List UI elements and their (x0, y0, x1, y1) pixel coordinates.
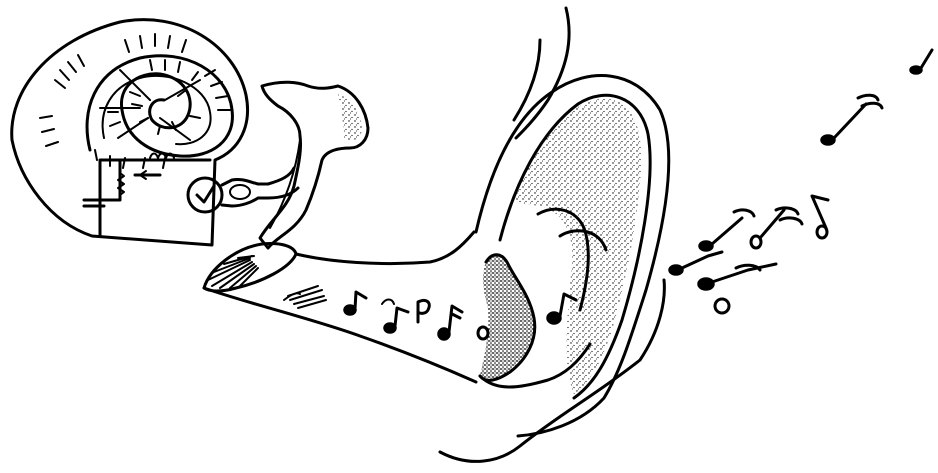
eardrum (204, 243, 296, 291)
canal-music-notes (344, 292, 488, 340)
outer-ear (440, 8, 669, 461)
oval-window (188, 178, 222, 212)
ossicles (260, 82, 368, 248)
incoming-music-notes (669, 50, 932, 313)
whole-note-icon (715, 299, 729, 313)
music-note-icon (698, 264, 776, 290)
cochlea-hair-cells (40, 34, 230, 168)
music-note-icon (418, 300, 429, 322)
music-note-icon (812, 196, 828, 238)
stapes-footplate (222, 179, 268, 206)
stapes-connector (188, 178, 268, 212)
ear-canal (204, 232, 476, 382)
oval-window-check (197, 186, 214, 202)
music-note-icon (344, 292, 366, 315)
music-note-icon (382, 300, 408, 334)
jaw-contour (440, 280, 664, 461)
sound-wave-lines (284, 286, 326, 308)
head-contour-top-inner (514, 40, 540, 120)
concha-shadow (480, 255, 535, 381)
music-note-icon (751, 208, 802, 248)
music-note-icon (910, 50, 932, 74)
music-note-icon (699, 210, 754, 251)
cochlea-spiral-outer (87, 56, 232, 156)
stapes-head (230, 185, 250, 199)
pinna-shading (514, 99, 641, 394)
music-note-icon (821, 95, 882, 145)
cochlea-arrow (140, 171, 160, 179)
ear-canal-lower-wall (204, 288, 476, 382)
music-note-icon (669, 252, 722, 275)
cochlea-spiral-inner (103, 76, 211, 144)
cochlea-base-wiring (90, 160, 210, 236)
music-note-icon (438, 306, 462, 340)
ear-canal-upper-wall (296, 232, 474, 264)
whole-note-icon (478, 327, 488, 339)
